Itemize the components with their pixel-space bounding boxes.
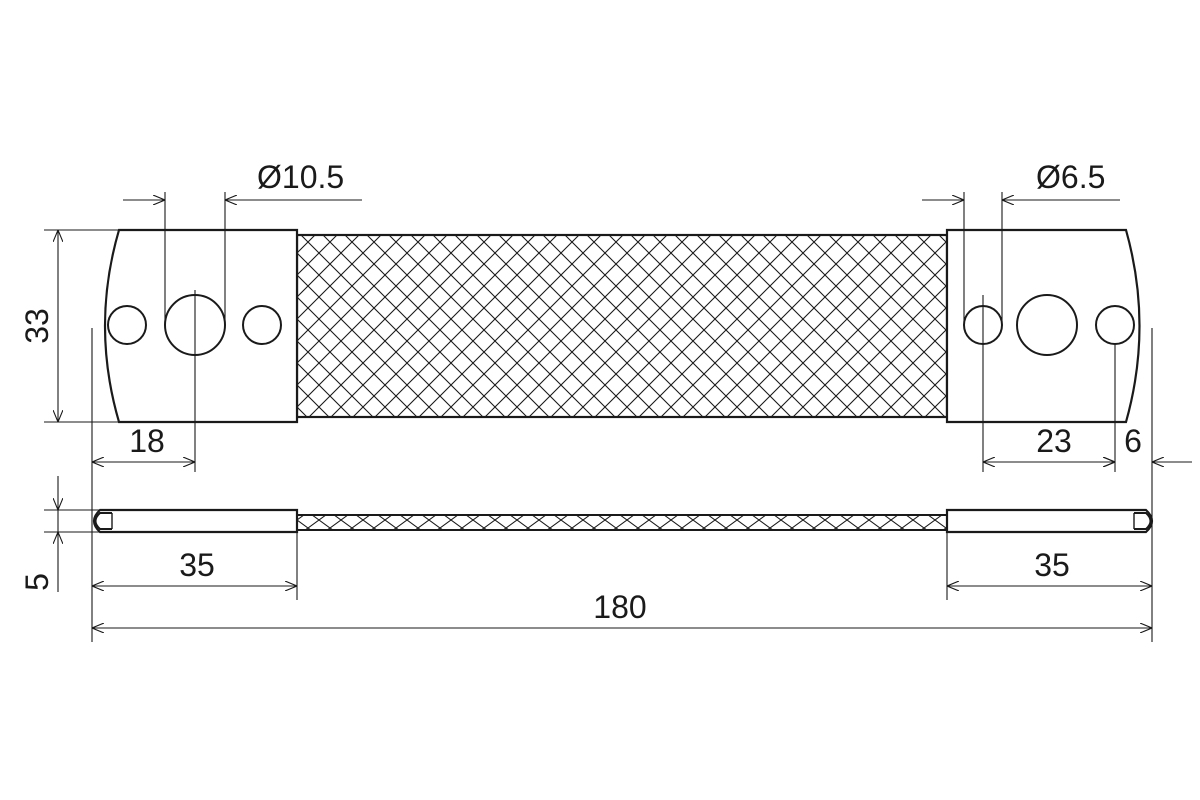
dim-offset-left-label: 18 [129, 423, 165, 459]
dim-lug-right: 35 [946, 532, 1152, 600]
dim-thickness: 5 [19, 476, 100, 592]
dim-hole-small: Ø6.5 [922, 159, 1120, 472]
hole-right-large [1016, 294, 1078, 356]
left-lug-top [103, 228, 299, 424]
dim-hole-small-label: Ø6.5 [1036, 159, 1105, 195]
right-lug-side [945, 508, 1154, 534]
dim-hole-large: Ø10.5 [123, 159, 362, 472]
dim-offset-right-label: 23 [1036, 423, 1072, 459]
dim-width-label: 33 [19, 308, 55, 344]
dim-end-radius: 6 [1090, 423, 1192, 462]
side-view [92, 508, 1154, 534]
hole-left-outer [107, 305, 147, 345]
braid-side [296, 514, 948, 531]
hole-left-inner [242, 305, 282, 345]
dim-thickness-label: 5 [19, 573, 55, 591]
dim-overall: 180 [91, 589, 1153, 642]
left-lug-side [92, 508, 299, 534]
braid-top [295, 233, 949, 419]
dim-overall-label: 180 [593, 589, 646, 625]
dim-lug-left-label: 35 [179, 547, 215, 583]
hole-right-outer [1095, 305, 1135, 345]
dim-hole-large-label: Ø10.5 [257, 159, 344, 195]
dim-lug-right-label: 35 [1034, 547, 1070, 583]
dim-end-radius-label: 6 [1124, 423, 1142, 459]
right-lug-top [945, 228, 1141, 424]
dim-width: 33 [19, 229, 119, 423]
top-view [103, 228, 1141, 424]
dim-offset-left: 18 [91, 328, 195, 600]
dim-lug-left: 35 [92, 532, 298, 600]
